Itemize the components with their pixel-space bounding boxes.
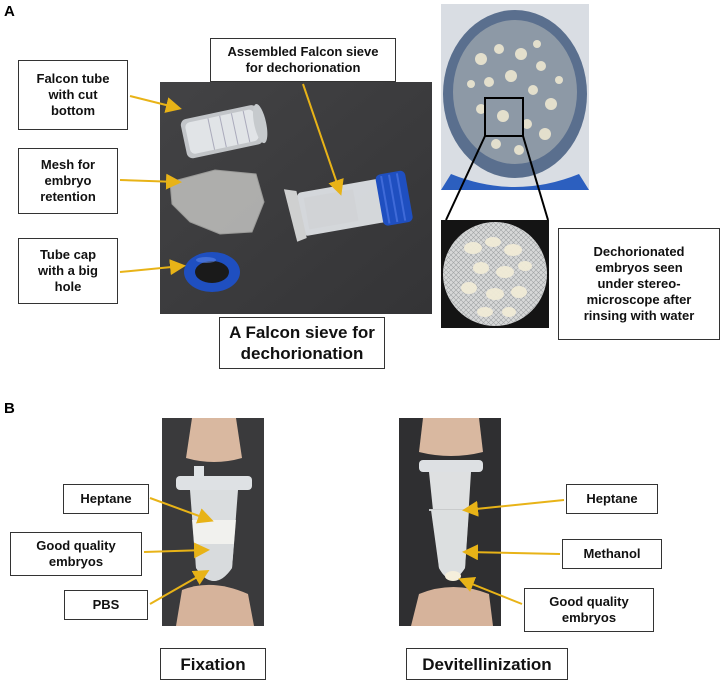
assembled-falcon-sieve xyxy=(283,170,413,242)
caption-fixation: Fixation xyxy=(160,648,266,680)
devitellinization-tube-photo xyxy=(399,418,501,626)
tube-cap-with-hole xyxy=(184,252,240,292)
label-fixation-pbs: PBS xyxy=(64,590,148,620)
label-mesh: Mesh for embryo retention xyxy=(18,148,118,214)
caption-falcon-sieve: A Falcon sieve for dechorionation xyxy=(219,317,385,369)
label-devit-heptane: Heptane xyxy=(566,484,658,514)
caption-devitellinization: Devitellinization xyxy=(406,648,568,680)
label-fixation-embryos: Good quality embryos xyxy=(10,532,142,576)
fixation-tube-photo xyxy=(162,418,264,626)
label-dechorionated-embryos: Dechorionated embryos seen under stereo-… xyxy=(558,228,720,340)
mesh-piece xyxy=(170,170,264,234)
zoomed-embryos-photo xyxy=(441,220,549,328)
label-assembled-sieve: Assembled Falcon sieve for dechorionatio… xyxy=(210,38,396,82)
sieve-microscope-photo xyxy=(441,4,589,190)
falcon-sieve-parts-photo xyxy=(160,82,432,314)
label-falcon-tube: Falcon tube with cut bottom xyxy=(18,60,128,130)
label-devit-embryos: Good quality embryos xyxy=(524,588,654,632)
cut-falcon-tube xyxy=(180,103,268,159)
panel-letter-b: B xyxy=(4,400,15,417)
panel-letter-a: A xyxy=(4,3,15,20)
label-devit-methanol: Methanol xyxy=(562,539,662,569)
label-fixation-heptane: Heptane xyxy=(63,484,149,514)
label-tube-cap: Tube cap with a big hole xyxy=(18,238,118,304)
